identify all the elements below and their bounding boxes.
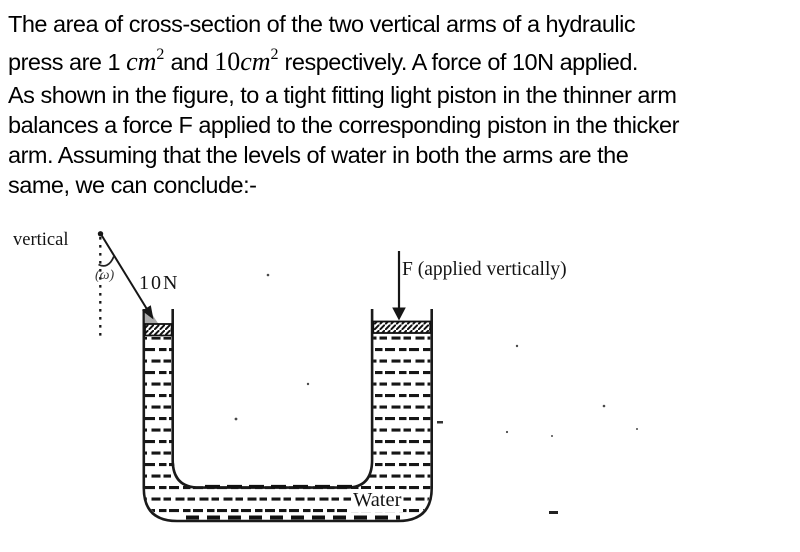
line2-unit-cm2-italic: cm <box>126 47 157 76</box>
question-line-4: balances a force F applied to the corres… <box>8 112 679 138</box>
question-line-5: arm. Assuming that the levels of water i… <box>8 142 629 168</box>
tube-inner-wall <box>171 309 374 489</box>
line2-text-post: respectively. A force of 10N applied. <box>278 49 639 75</box>
line2-unit-cm2-italic-b: cm <box>240 47 271 76</box>
line2-text-and: and <box>164 49 215 75</box>
question-line-1: The area of cross-section of the two ver… <box>8 11 636 37</box>
force-10n-arrow <box>99 232 154 320</box>
line2-number-10: 10 <box>214 47 241 76</box>
question-line-2: press are 1 cm2 and 10cm2 respectively. … <box>8 46 639 79</box>
line2-text-pre: press are 1 <box>8 49 127 75</box>
water-label: Water <box>351 489 404 512</box>
right-piston <box>372 320 432 334</box>
question-line-6: same, we can conclude:- <box>8 172 257 198</box>
left-piston <box>144 323 173 337</box>
force-f-label: F (applied vertically) <box>402 259 567 280</box>
angle-arc <box>98 256 115 267</box>
angle-label: (ω) <box>95 268 115 283</box>
force-f-arrow <box>392 251 406 321</box>
vertical-label: vertical <box>13 230 69 250</box>
force-10n-label: 10N <box>139 272 180 294</box>
scan-noise <box>234 273 638 514</box>
tube-outer-wall <box>142 309 433 523</box>
line2-superscript-2b: 2 <box>270 46 279 63</box>
line2-superscript-2: 2 <box>156 46 165 63</box>
question-line-3: As shown in the figure, to a tight fitti… <box>8 82 677 108</box>
